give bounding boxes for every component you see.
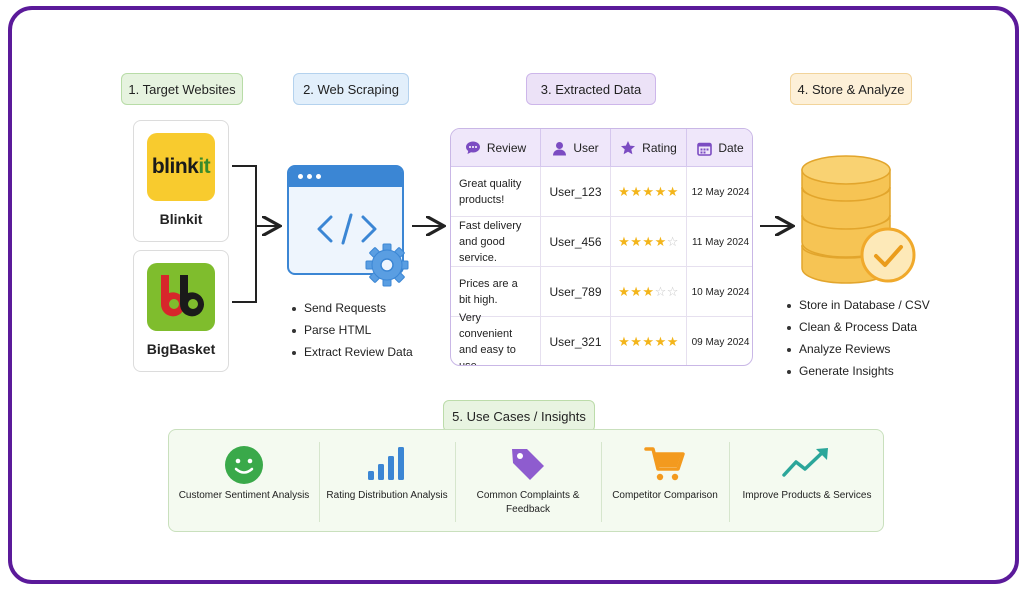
scraping-step: Parse HTML — [290, 319, 413, 341]
use-cases-panel: Customer Sentiment Analysis Rating Distr… — [168, 429, 884, 532]
empty-star-icon: ☆ — [666, 234, 679, 249]
stage-label-web-scraping: 2. Web Scraping — [293, 73, 409, 105]
website-name-blinkit: Blinkit — [159, 211, 203, 227]
date-cell: 12 May 2024 — [691, 186, 750, 198]
user-cell: User_321 — [541, 317, 611, 365]
date-cell: 11 May 2024 — [691, 236, 750, 248]
filled-star-icon: ★ — [630, 334, 643, 349]
website-name-bigbasket: BigBasket — [146, 341, 216, 357]
blinkit-logo: blinkit — [147, 133, 215, 201]
table-row: Prices are a bit high. User_789 ★★★☆☆ 10… — [451, 267, 752, 317]
smiley-icon — [225, 446, 263, 484]
scraping-steps-list: Send Requests Parse HTML Extract Review … — [290, 297, 413, 363]
filled-star-icon: ★ — [630, 184, 643, 199]
table-header: Review User Rating Date — [451, 129, 752, 167]
use-case-label: Competitor Comparison — [612, 490, 718, 501]
user-cell: User_456 — [541, 217, 611, 267]
use-case-label: Improve Products & Services — [742, 490, 872, 501]
filled-star-icon: ★ — [666, 184, 679, 199]
browser-title-bar — [289, 167, 402, 187]
review-cell: Great quality products! — [451, 167, 541, 217]
stage-label-use-cases: 5. Use Cases / Insights — [443, 400, 595, 432]
filled-star-icon: ★ — [630, 284, 643, 299]
database-icon — [801, 155, 891, 284]
filled-star-icon: ★ — [666, 334, 679, 349]
filled-star-icon: ★ — [642, 234, 655, 249]
use-case-label: Customer Sentiment Analysis — [178, 490, 310, 501]
chat-bubble-icon — [465, 141, 480, 154]
user-icon — [553, 141, 567, 155]
bracket-connector — [232, 165, 257, 303]
cart-icon — [644, 447, 685, 481]
filled-star-icon: ★ — [618, 334, 631, 349]
use-case-label: Rating Distribution Analysis — [326, 490, 448, 501]
trend-up-icon — [782, 448, 828, 477]
date-cell: 10 May 2024 — [691, 286, 750, 298]
filled-star-icon: ★ — [642, 284, 655, 299]
filled-star-icon: ★ — [642, 334, 655, 349]
table-row: Fast delivery and good service. User_456… — [451, 217, 752, 267]
bar-chart-icon — [368, 447, 404, 480]
gear-icon — [365, 243, 409, 287]
use-case-label: Common Complaints & Feedback — [476, 490, 580, 515]
store-step: Clean & Process Data — [785, 316, 930, 338]
column-header-review: Review — [451, 129, 541, 167]
user-cell: User_789 — [541, 267, 611, 317]
column-header-user: User — [541, 129, 611, 167]
filled-star-icon: ★ — [642, 184, 655, 199]
column-header-rating: Rating — [611, 129, 687, 167]
store-step: Analyze Reviews — [785, 338, 930, 360]
divider — [729, 442, 730, 522]
rating-cell: ★★★☆☆ — [611, 267, 687, 317]
rating-cell: ★★★★★ — [611, 167, 687, 217]
table-row: Great quality products! User_123 ★★★★★ 1… — [451, 167, 752, 217]
scraping-step: Send Requests — [290, 297, 413, 319]
empty-star-icon: ☆ — [666, 284, 679, 299]
empty-star-icon: ☆ — [654, 284, 667, 299]
filled-star-icon: ★ — [618, 184, 631, 199]
rating-cell: ★★★★★ — [611, 317, 687, 365]
filled-star-icon: ★ — [654, 184, 667, 199]
review-cell: Very convenient and easy to use. — [451, 312, 541, 365]
calendar-icon — [697, 142, 713, 156]
scraping-step: Extract Review Data — [290, 341, 413, 363]
checkmark-icon — [860, 227, 916, 283]
filled-star-icon: ★ — [654, 334, 667, 349]
use-case-competitor: Competitor Comparison — [601, 430, 729, 531]
review-cell: Prices are a bit high. — [451, 267, 541, 317]
store-step: Store in Database / CSV — [785, 294, 930, 316]
tag-icon — [512, 449, 544, 480]
use-case-improve: Improve Products & Services — [729, 430, 885, 531]
website-card-bigbasket: BigBasket — [133, 250, 229, 372]
bigbasket-logo — [147, 263, 215, 331]
stage-label-target-websites: 1. Target Websites — [121, 73, 243, 105]
filled-star-icon: ★ — [630, 234, 643, 249]
filled-star-icon: ★ — [618, 234, 631, 249]
divider — [601, 442, 602, 522]
use-case-complaints: Common Complaints & Feedback — [455, 430, 601, 531]
stage-label-extracted-data: 3. Extracted Data — [526, 73, 656, 105]
store-steps-list: Store in Database / CSV Clean & Process … — [785, 294, 930, 382]
website-card-blinkit: blinkit Blinkit — [133, 120, 229, 242]
divider — [319, 442, 320, 522]
date-cell: 09 May 2024 — [691, 336, 750, 348]
table-row: Very convenient and easy to use. User_32… — [451, 312, 752, 365]
rating-cell: ★★★★☆ — [611, 217, 687, 267]
user-cell: User_123 — [541, 167, 611, 217]
column-header-date: Date — [687, 129, 752, 167]
store-step: Generate Insights — [785, 360, 930, 382]
filled-star-icon: ★ — [654, 234, 667, 249]
use-case-rating-distribution: Rating Distribution Analysis — [319, 430, 455, 531]
code-brackets-icon — [317, 213, 377, 245]
filled-star-icon: ★ — [618, 284, 631, 299]
extracted-data-table: Review User Rating Date Great q — [450, 128, 753, 366]
star-icon — [621, 141, 636, 155]
stage-label-store-analyze: 4. Store & Analyze — [790, 73, 912, 105]
divider — [455, 442, 456, 522]
review-cell: Fast delivery and good service. — [451, 217, 541, 267]
use-case-sentiment: Customer Sentiment Analysis — [169, 430, 319, 531]
